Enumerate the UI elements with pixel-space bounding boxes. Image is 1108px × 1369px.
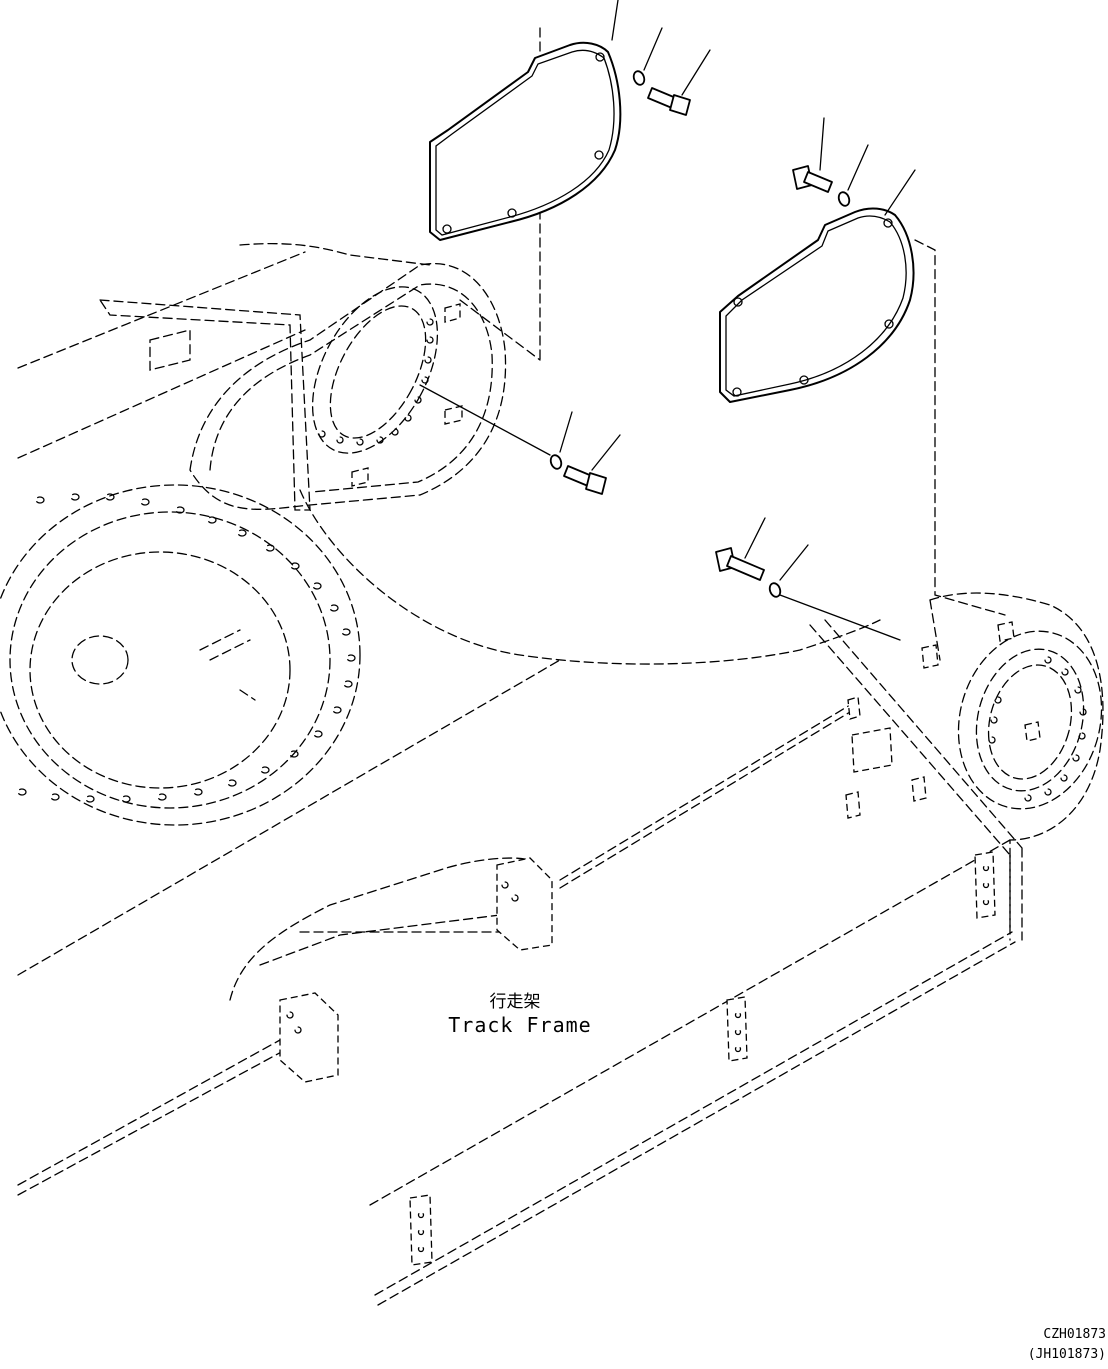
bolt-icon bbox=[715, 547, 765, 581]
washer-icon bbox=[768, 582, 782, 598]
bolt-icon bbox=[647, 87, 691, 116]
hardware-middle bbox=[549, 411, 621, 495]
hardware-upper bbox=[611, 0, 711, 116]
right-housing-holes bbox=[988, 656, 1087, 802]
alignment-lines bbox=[419, 27, 1006, 641]
cover-plate-right bbox=[719, 207, 915, 403]
washer-icon bbox=[837, 191, 851, 207]
track-frame-outline bbox=[0, 242, 1104, 1306]
hardware-lower bbox=[715, 517, 809, 598]
drawing-code-secondary: (JH101873) bbox=[1027, 1347, 1106, 1362]
bolt-icon bbox=[563, 465, 607, 495]
drawing-code: CZH01873 bbox=[1043, 1327, 1106, 1342]
washer-icon bbox=[632, 70, 646, 86]
hardware-right-top bbox=[792, 117, 916, 216]
bolt-icon bbox=[792, 165, 833, 193]
washer-icon bbox=[549, 454, 563, 470]
cover-plate-upper bbox=[429, 41, 622, 241]
part-name-chinese: 行走架 bbox=[489, 992, 541, 1012]
left-housing-holes bbox=[318, 318, 434, 446]
ring-bolt-holes bbox=[17, 493, 356, 803]
part-name-english: Track Frame bbox=[448, 1013, 592, 1037]
